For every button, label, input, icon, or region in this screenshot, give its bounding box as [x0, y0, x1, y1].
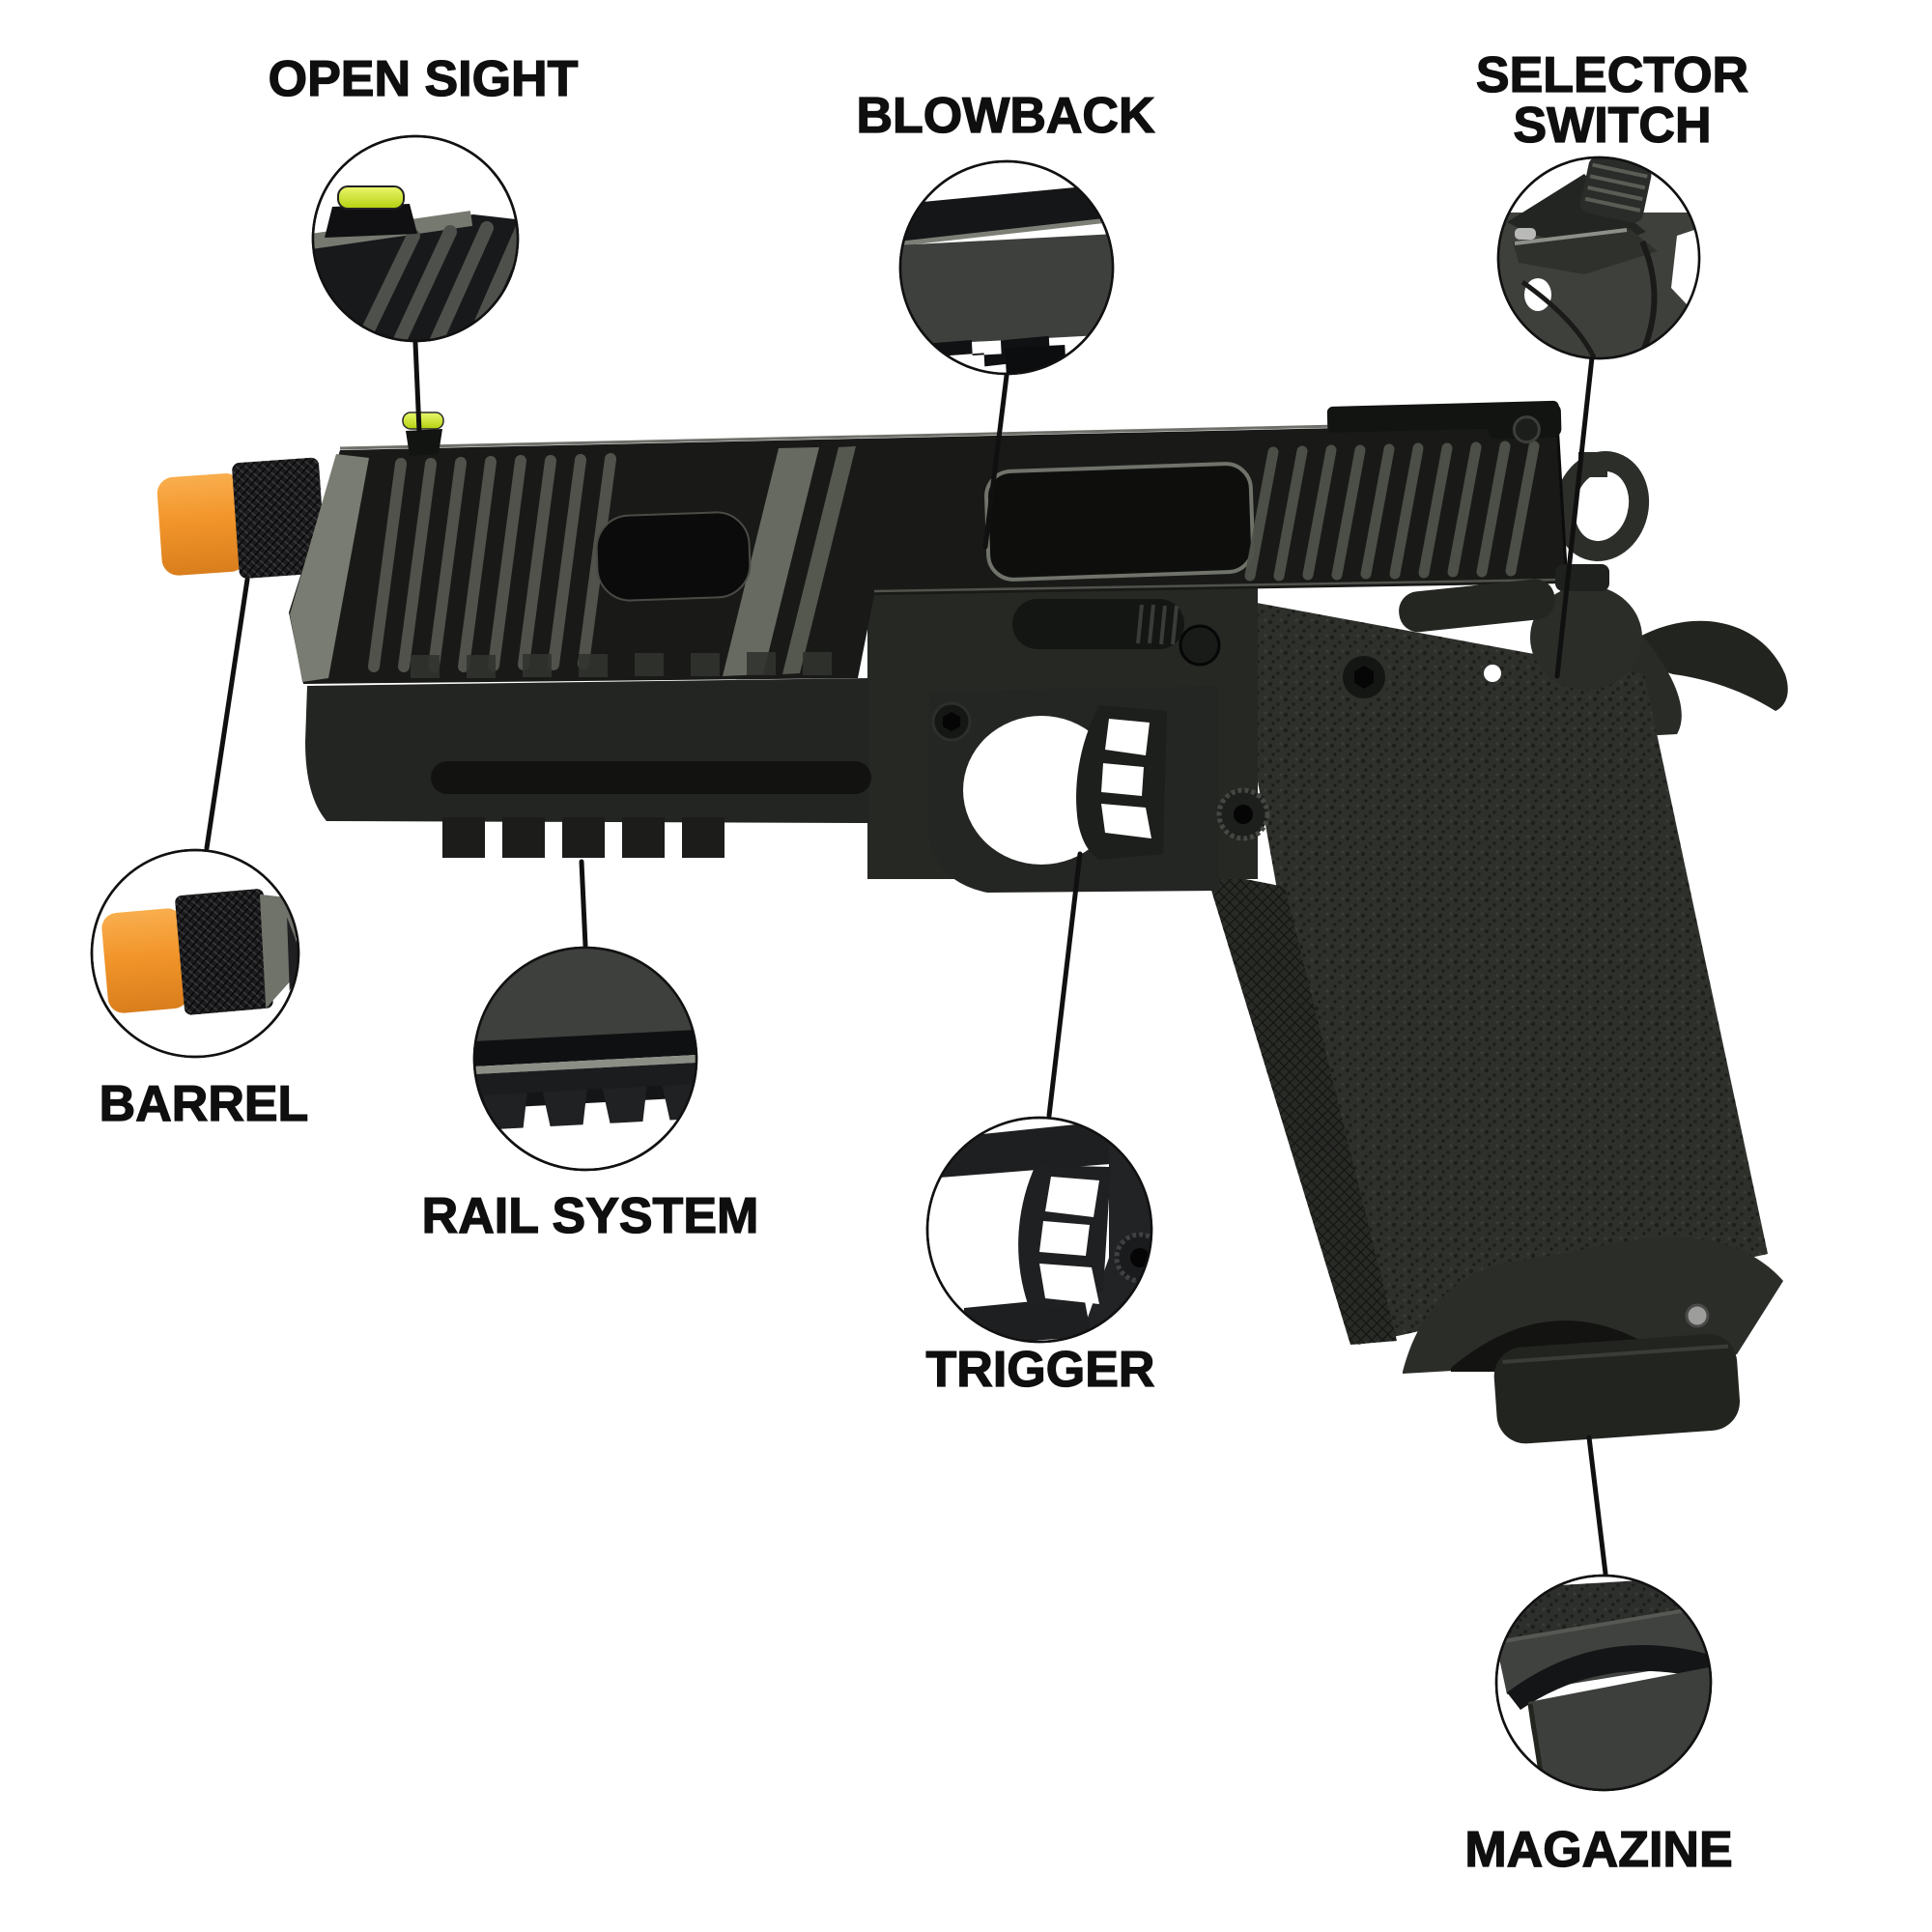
safety-pin-hole	[1484, 665, 1501, 682]
hex-screw	[931, 701, 972, 742]
hammer	[1634, 620, 1788, 711]
dust-cover	[305, 678, 871, 858]
slide-front-face	[290, 454, 369, 682]
grip	[1206, 597, 1768, 1345]
leader-blowback	[982, 373, 1009, 550]
muzzle	[156, 457, 327, 579]
label-barrel: BARREL	[99, 1076, 309, 1132]
rear-serrations	[1244, 440, 1540, 582]
leader-barrel	[204, 577, 250, 851]
fiber-optic-rod	[402, 412, 444, 430]
selector-switch-callout	[1496, 156, 1701, 360]
label-magazine: MAGAZINE	[1464, 1822, 1734, 1878]
magazine-base-pad	[1493, 1334, 1741, 1444]
leader-rail	[579, 859, 588, 949]
leader-open-sight	[412, 340, 422, 434]
leader-trigger	[1046, 851, 1083, 1119]
leader-selector	[1554, 355, 1595, 679]
charging-loop	[1553, 450, 1650, 562]
slide-release-lever	[1012, 599, 1221, 667]
trigger-callout	[925, 1116, 1153, 1344]
orange-tip	[156, 473, 247, 576]
rear-sight	[1326, 400, 1562, 444]
label-trigger: TRIGGER	[925, 1342, 1155, 1398]
leader-lines	[204, 340, 1608, 1577]
blowback-plate	[984, 462, 1255, 582]
magwell-pin	[1685, 1303, 1710, 1328]
grip-screw	[1339, 652, 1389, 702]
knurled-plunger	[1216, 787, 1270, 841]
dust-cover-groove	[431, 761, 871, 794]
label-rail-system: RAIL SYSTEM	[421, 1188, 759, 1244]
trigger-guard	[927, 686, 1219, 893]
rail-teeth	[442, 817, 724, 858]
magazine-callout	[1494, 1574, 1713, 1792]
label-blowback: BLOWBACK	[856, 88, 1155, 144]
rail-system-callout	[472, 946, 698, 1172]
leader-magazine	[1586, 1435, 1608, 1577]
trigger-on-gun	[1076, 705, 1167, 860]
front-sight	[402, 412, 444, 456]
label-selector-switch: SELECTOR SWITCH	[1475, 47, 1749, 154]
magwell	[1403, 1236, 1783, 1444]
barrel-callout	[90, 848, 300, 1059]
slide-bottom-ticks	[411, 652, 832, 678]
open-sight-callout	[311, 134, 520, 343]
label-open-sight: OPEN SIGHT	[268, 51, 579, 107]
pistol-illustration	[156, 400, 1788, 1444]
slide-window	[595, 511, 752, 602]
blowback-callout	[895, 159, 1119, 376]
